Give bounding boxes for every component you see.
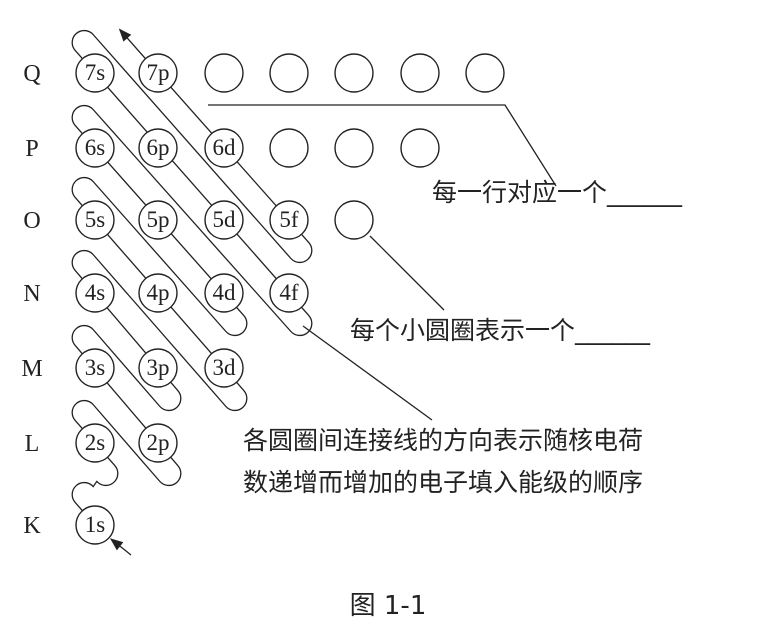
filling-order-line	[71, 28, 313, 529]
orbital-label-5f: 5f	[279, 207, 299, 232]
empty-orbital-circle	[269, 128, 309, 168]
empty-orbital-circle	[334, 128, 374, 168]
orbital-label-4p: 4p	[147, 280, 170, 305]
orbital-label-4d: 4d	[213, 280, 237, 305]
empty-orbital-circle	[334, 200, 374, 240]
orbital-circle-7p	[138, 53, 178, 93]
order-annotation-line1: 各圆圈间连接线的方向表示随核电荷	[243, 426, 643, 455]
shell-label-N: N	[23, 281, 40, 307]
orbital-circle-3s	[75, 348, 115, 388]
shell-label-P: P	[25, 136, 38, 162]
row-annotation: 每一行对应一个______	[432, 178, 683, 207]
orbital-label-5s: 5s	[85, 207, 106, 232]
shell-label-M: M	[21, 356, 42, 382]
orbital-circle-4p	[138, 273, 178, 313]
orbital-circle-1s	[75, 505, 115, 545]
orbital-label-3p: 3p	[147, 355, 170, 380]
orbital-label-5p: 5p	[147, 207, 170, 232]
orbital-label-6s: 6s	[85, 135, 106, 160]
start-arrow-icon	[109, 538, 132, 556]
orbital-circle-5s	[75, 200, 115, 240]
orbital-circle-4f	[269, 273, 309, 313]
shell-label-L: L	[25, 431, 40, 457]
orbital-label-7s: 7s	[85, 60, 106, 85]
orbital-label-6d: 6d	[213, 135, 237, 160]
orbital-label-3d: 3d	[213, 355, 237, 380]
shell-label-Q: Q	[23, 61, 40, 87]
empty-orbital-circle	[465, 53, 505, 93]
orbital-label-5d: 5d	[213, 207, 237, 232]
orbital-circle-5f	[269, 200, 309, 240]
empty-orbital-circle	[269, 53, 309, 93]
orbital-grid: 7s 7p 6s 6p 6d 5s 5p 5d 5f 4s 4p 4d 4f 3s 3p 3d 2s 2p 1s	[75, 53, 505, 545]
empty-orbital-circle	[334, 53, 374, 93]
orbital-circle-3p	[138, 348, 178, 388]
row-leader-line	[208, 104, 557, 187]
orbital-circle-6s	[75, 128, 115, 168]
circle-annotation: 每个小圆圈表示一个______	[350, 316, 651, 345]
orbital-circle-2s	[75, 423, 115, 463]
orbital-label-6p: 6p	[147, 135, 170, 160]
orbital-circle-5d	[204, 200, 244, 240]
orbital-label-3s: 3s	[85, 355, 106, 380]
empty-orbital-circle	[400, 53, 440, 93]
orbital-circle-6d	[204, 128, 244, 168]
shell-labels: Q P O N M L K	[21, 61, 42, 539]
figure-caption: 图 1-1	[350, 591, 427, 621]
order-leader-line	[302, 325, 433, 421]
empty-orbital-circle	[204, 53, 244, 93]
orbital-circle-2p	[138, 423, 178, 463]
orbital-label-2s: 2s	[85, 430, 106, 455]
orbital-label-2p: 2p	[147, 430, 170, 455]
orbital-label-7p: 7p	[147, 60, 170, 85]
orbital-circle-7s	[75, 53, 115, 93]
filling-order-path	[71, 28, 313, 556]
orbital-circle-3d	[204, 348, 244, 388]
orbital-label-1s: 1s	[85, 512, 106, 537]
empty-orbital-circle	[400, 128, 440, 168]
leader-lines	[208, 104, 557, 421]
orbital-label-4f: 4f	[279, 280, 299, 305]
circle-leader-line	[369, 235, 445, 311]
orbital-circle-6p	[138, 128, 178, 168]
orbital-label-4s: 4s	[85, 280, 106, 305]
shell-label-K: K	[23, 513, 41, 539]
order-annotation-line2: 数递增而增加的电子填入能级的顺序	[243, 468, 643, 497]
orbital-circle-4d	[204, 273, 244, 313]
orbital-circle-4s	[75, 273, 115, 313]
orbital-circle-5p	[138, 200, 178, 240]
shell-label-O: O	[23, 208, 40, 234]
